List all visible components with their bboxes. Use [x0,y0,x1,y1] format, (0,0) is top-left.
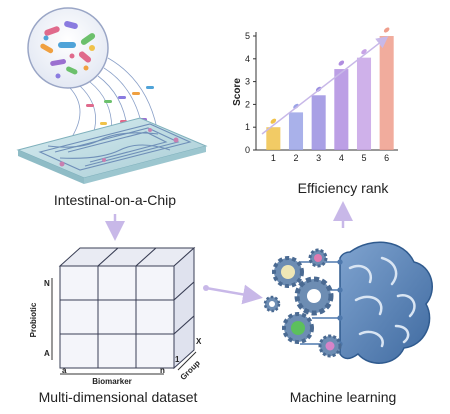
chip-slab [16,117,208,179]
gear-icon-green [282,312,314,344]
chip-illustration [16,7,208,184]
y-tick-label: 5 [245,31,250,41]
chart-bar [356,57,372,150]
x-tick-label: 5 [361,153,366,163]
corner-label-N: N [44,279,50,288]
y-tick-label: 1 [245,122,250,132]
cube-side [173,246,195,370]
gear-icon-small [308,248,328,268]
x-tick-label: 2 [293,153,298,163]
bar-marker [270,118,277,124]
bar-marker [293,103,299,109]
microbe-cluster [40,20,96,79]
gear-icon-pink [318,334,342,358]
chart-bar [379,36,394,150]
chart-x-ticks: 1 2 3 4 5 6 [271,153,389,163]
chip-caption: Intestinal-on-a-Chip [54,192,176,208]
axis-label-group: Group [179,358,202,381]
brain-folds [348,256,416,348]
axis-label-biomarker: Biomarker [92,377,132,386]
corner-label-1: 1 [175,355,180,364]
chip-slab-side [84,146,206,184]
corner-label-X: X [196,337,202,346]
chart-y-ticks: 0 1 2 3 4 5 [245,31,256,155]
y-tick-label: 2 [245,99,250,109]
cube-front-grid [59,265,175,369]
dataset-caption: Multi-dimensional dataset [39,389,198,405]
chart-bar [334,69,349,150]
efficiency-chart: 0 1 2 3 4 5 1 2 3 4 5 6 Score [232,27,398,163]
chart-bars [266,36,394,150]
y-tick-label: 4 [245,54,250,64]
gear-icon [272,256,304,288]
gear-icon-large [294,276,334,316]
dataset-axes [51,278,197,375]
x-tick-label: 3 [316,153,321,163]
bar-marker [338,60,345,66]
y-tick-label: 3 [245,77,250,87]
chart-bar [266,127,281,150]
chart-bar [311,95,326,150]
chart-y-label: Score [232,78,243,106]
x-tick-label: 4 [339,153,344,163]
chart-bar [288,112,304,150]
chart-bar-markers [270,27,390,124]
ml-illustration [263,241,433,364]
chip-channels [38,123,192,171]
axis-label-probiotic: Probiotic [29,302,38,337]
corner-label-a: a [62,366,67,375]
chip-slab-edge [18,150,84,184]
arrow-dataset-to-ml [205,284,263,305]
trend-arrow [261,36,389,135]
corner-label-n: n [160,366,165,375]
x-tick-label: 1 [271,153,276,163]
corner-label-A: A [44,349,50,358]
cube-top [58,247,196,267]
dataset-cube [58,246,196,370]
ml-caption: Machine learning [290,389,397,405]
rank-caption: Efficiency rank [298,180,390,196]
bar-marker [361,49,367,55]
bar-marker [383,27,390,33]
y-tick-label: 0 [245,145,250,155]
gear-icon-tiny [263,295,281,313]
x-tick-label: 6 [384,153,389,163]
chip-ports [59,128,179,167]
